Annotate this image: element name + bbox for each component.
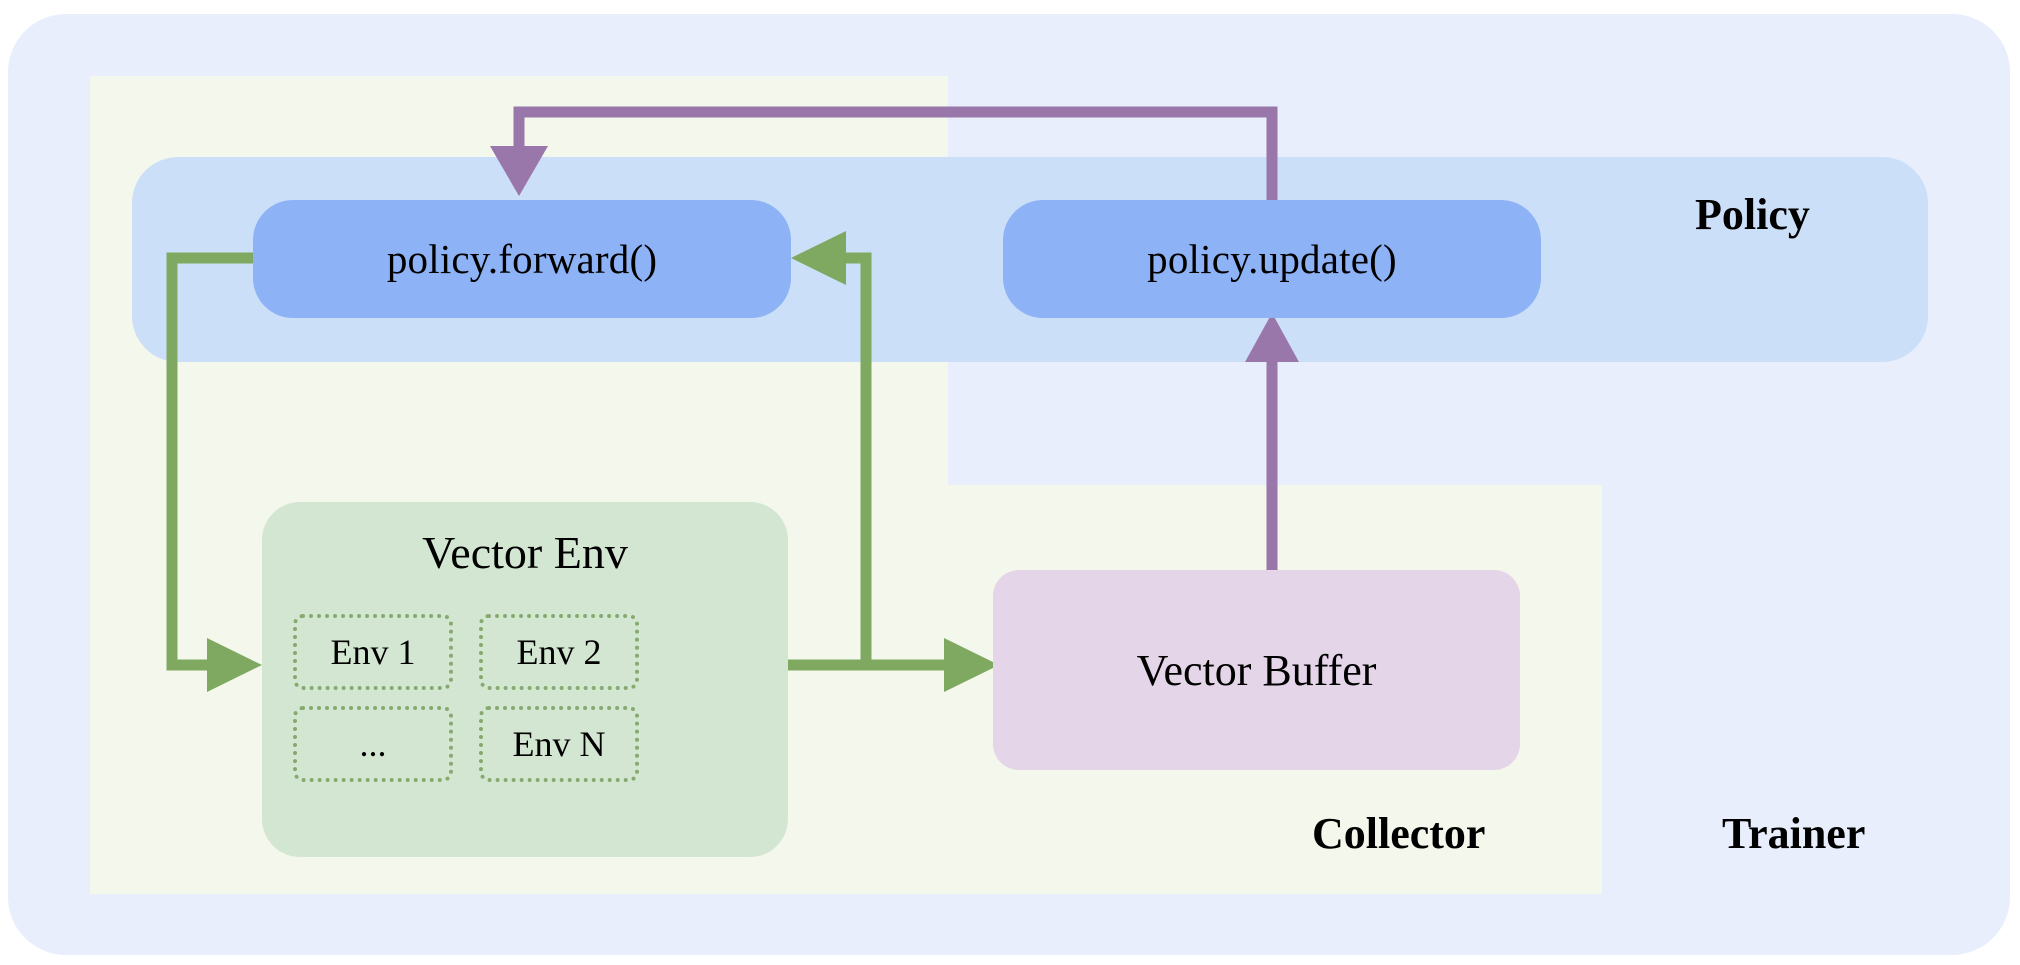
node-vector-buffer[interactable]: Vector Buffer	[993, 570, 1520, 770]
policy-container-label: Policy	[1695, 190, 1810, 239]
env-cell[interactable]: Env N	[479, 706, 639, 782]
node-policy-forward-label: policy.forward()	[386, 236, 658, 282]
env-cell[interactable]: Env 1	[293, 614, 453, 690]
env-cell-label: Env 1	[330, 632, 416, 672]
env-cell-label: Env 2	[516, 632, 602, 672]
collector-container-label: Collector	[1312, 809, 1486, 858]
node-policy-forward[interactable]: policy.forward()	[253, 200, 791, 318]
env-cell[interactable]: ...	[293, 706, 453, 782]
node-vector-buffer-label: Vector Buffer	[1136, 645, 1377, 695]
env-cell-label: Env N	[512, 724, 606, 764]
env-cell[interactable]: Env 2	[479, 614, 639, 690]
node-policy-update-label: policy.update()	[1147, 236, 1397, 282]
vector-env-title: Vector Env	[422, 527, 628, 578]
node-vector-env[interactable]: Vector Env Env 1 Env 2 ... Env N	[262, 502, 788, 857]
env-cell-label: ...	[359, 724, 387, 764]
env-grid: Env 1 Env 2 ... Env N	[293, 614, 757, 782]
trainer-container-label: Trainer	[1722, 809, 1866, 858]
node-policy-update[interactable]: policy.update()	[1003, 200, 1541, 318]
